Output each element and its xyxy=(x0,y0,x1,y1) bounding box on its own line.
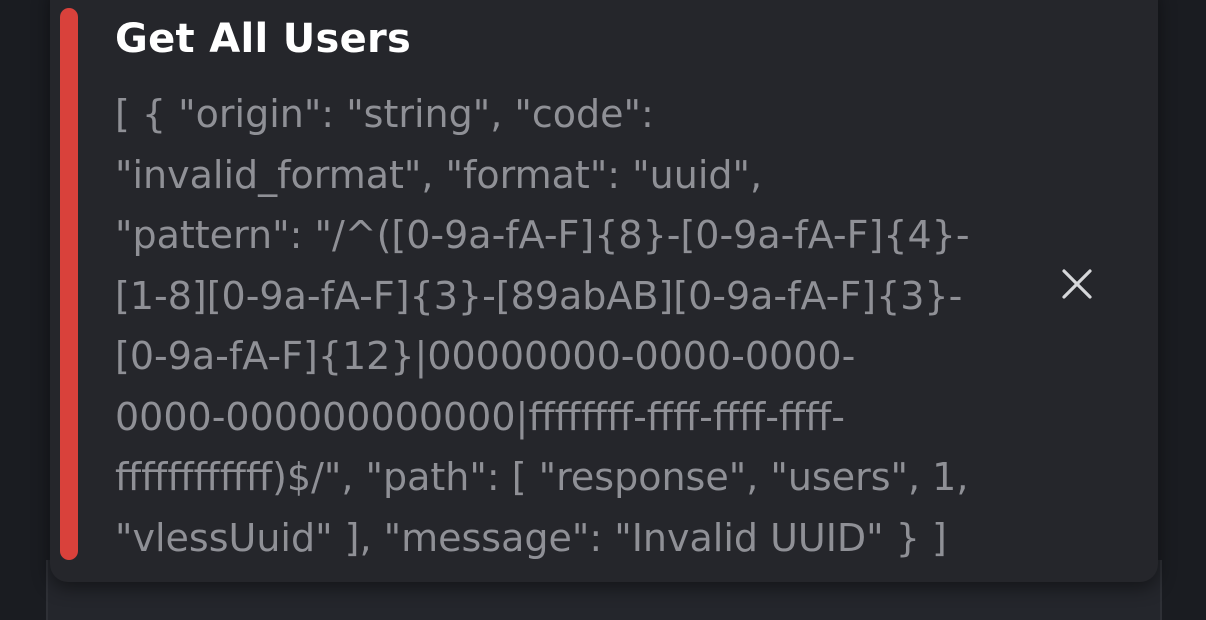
notification-message: [ { "origin": "string", "code": "invalid… xyxy=(115,84,995,568)
message-line: [0-9a-fA-F]{12}|00000000-0000-0000- xyxy=(115,334,856,378)
close-icon xyxy=(1062,269,1092,299)
message-line: "vlessUuid" ], "message": "Invalid UUID"… xyxy=(115,515,947,560)
error-accent-bar xyxy=(60,8,78,560)
close-button[interactable] xyxy=(1050,257,1104,311)
error-notification xyxy=(50,0,1158,582)
message-line: [1-8][0-9a-fA-F]{3}-[89abAB][0-9a-fA-F]{… xyxy=(115,273,963,318)
message-line: 0000-000000000000|ffffffff-ffff-ffff-fff… xyxy=(115,394,845,439)
message-line: [ { "origin": "string", "code": xyxy=(115,92,654,136)
notification-title: Get All Users xyxy=(115,16,412,62)
message-line: ffffffffffff)$/", "path": [ "response", … xyxy=(115,455,969,499)
message-line: "pattern": "/^([0-9a-fA-F]{8}-[0-9a-fA-F… xyxy=(115,213,970,257)
message-line: "invalid_format", "format": "uuid", xyxy=(115,152,763,197)
